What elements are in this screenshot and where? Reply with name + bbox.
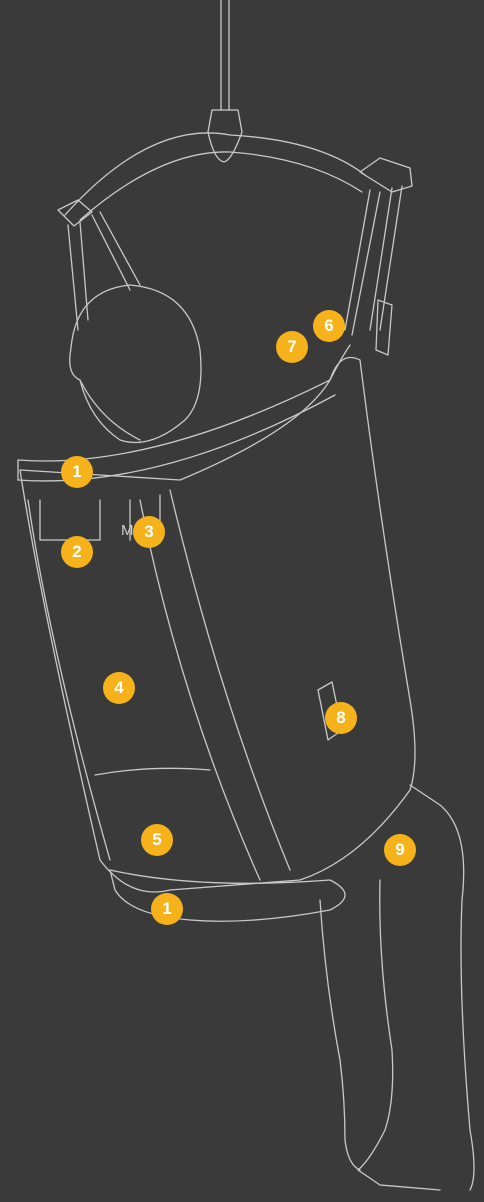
marker-5[interactable]: 5 (141, 824, 173, 856)
marker-9[interactable]: 9 (384, 834, 416, 866)
marker-3[interactable]: 3 (133, 516, 165, 548)
sling-label-letter: M (121, 522, 134, 539)
marker-6[interactable]: 6 (313, 310, 345, 342)
marker-7[interactable]: 7 (276, 331, 308, 363)
marker-1-top[interactable]: 1 (61, 456, 93, 488)
marker-1-bottom[interactable]: 1 (151, 893, 183, 925)
marker-2[interactable]: 2 (61, 536, 93, 568)
marker-4[interactable]: 4 (103, 672, 135, 704)
marker-8[interactable]: 8 (325, 702, 357, 734)
